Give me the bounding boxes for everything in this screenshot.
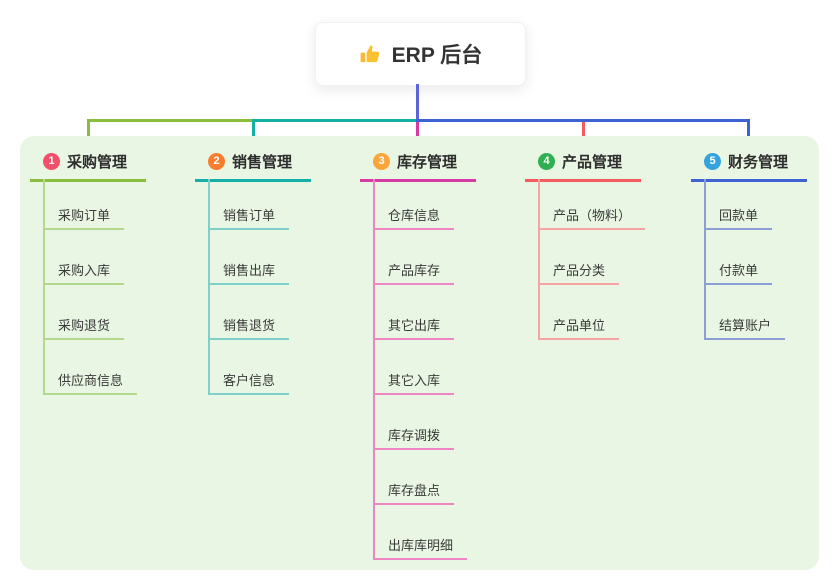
connector-root-drop	[416, 84, 419, 122]
branch-header[interactable]: 1 采购管理	[30, 148, 146, 182]
branch-header[interactable]: 4 产品管理	[525, 148, 641, 182]
mindmap-node[interactable]: 回款单	[704, 203, 773, 230]
connector-drop-1	[87, 119, 90, 142]
mindmap-node[interactable]: 产品分类	[538, 258, 620, 285]
mindmap-node[interactable]: 仓库信息	[373, 203, 455, 230]
mindmap-node[interactable]: 销售退货	[208, 313, 290, 340]
mindmap-node[interactable]: 销售订单	[208, 203, 290, 230]
branch-spine-line	[208, 179, 210, 394]
branch-title: 采购管理	[67, 154, 128, 171]
mindmap-node[interactable]: 产品单位	[538, 313, 620, 340]
mindmap-node[interactable]: 库存盘点	[373, 478, 455, 505]
root-title: ERP 后台	[391, 44, 483, 67]
branch-header[interactable]: 2 销售管理	[195, 148, 311, 182]
branch-number-badge: 1	[43, 153, 60, 170]
branch-header[interactable]: 5 财务管理	[691, 148, 807, 182]
thumbs-up-icon	[359, 43, 382, 66]
mindmap-node[interactable]: 产品（物料）	[538, 203, 646, 230]
mindmap-node[interactable]: 采购退货	[43, 313, 125, 340]
connector-bus-teal	[252, 119, 419, 122]
mindmap-node[interactable]: 出库库明细	[373, 533, 468, 560]
branch-title: 产品管理	[562, 154, 623, 171]
root-node[interactable]: ERP 后台	[315, 22, 526, 86]
branch-spine-line	[704, 179, 706, 339]
mindmap-node[interactable]: 结算账户	[704, 313, 786, 340]
mindmap-node[interactable]: 客户信息	[208, 368, 290, 395]
mindmap-node[interactable]: 其它入库	[373, 368, 455, 395]
mindmap-node[interactable]: 付款单	[704, 258, 773, 285]
mindmap-node[interactable]: 其它出库	[373, 313, 455, 340]
connector-drop-5	[747, 119, 750, 142]
branch-number-badge: 2	[208, 153, 225, 170]
branch-title: 销售管理	[232, 154, 293, 171]
connector-drop-2	[252, 119, 255, 142]
mindmap-node[interactable]: 产品库存	[373, 258, 455, 285]
branch-number-badge: 4	[538, 153, 555, 170]
branch-header[interactable]: 3 库存管理	[360, 148, 476, 182]
branch-spine-line	[373, 179, 375, 559]
connector-drop-3	[416, 122, 419, 142]
branch-spine-line	[538, 179, 540, 339]
branch-number-badge: 5	[704, 153, 721, 170]
mindmap-node[interactable]: 采购入库	[43, 258, 125, 285]
branch-title: 财务管理	[728, 154, 789, 171]
branch-title: 库存管理	[397, 154, 458, 171]
mindmap-node[interactable]: 供应商信息	[43, 368, 138, 395]
branch-spine-line	[43, 179, 45, 394]
connector-bus-blue	[416, 119, 750, 122]
branch-number-badge: 3	[373, 153, 390, 170]
content-panel	[20, 136, 819, 570]
connector-bus-green	[87, 119, 255, 122]
mindmap-node[interactable]: 库存调拨	[373, 423, 455, 450]
mindmap-node[interactable]: 销售出库	[208, 258, 290, 285]
connector-drop-4	[582, 122, 585, 142]
mindmap-node[interactable]: 采购订单	[43, 203, 125, 230]
